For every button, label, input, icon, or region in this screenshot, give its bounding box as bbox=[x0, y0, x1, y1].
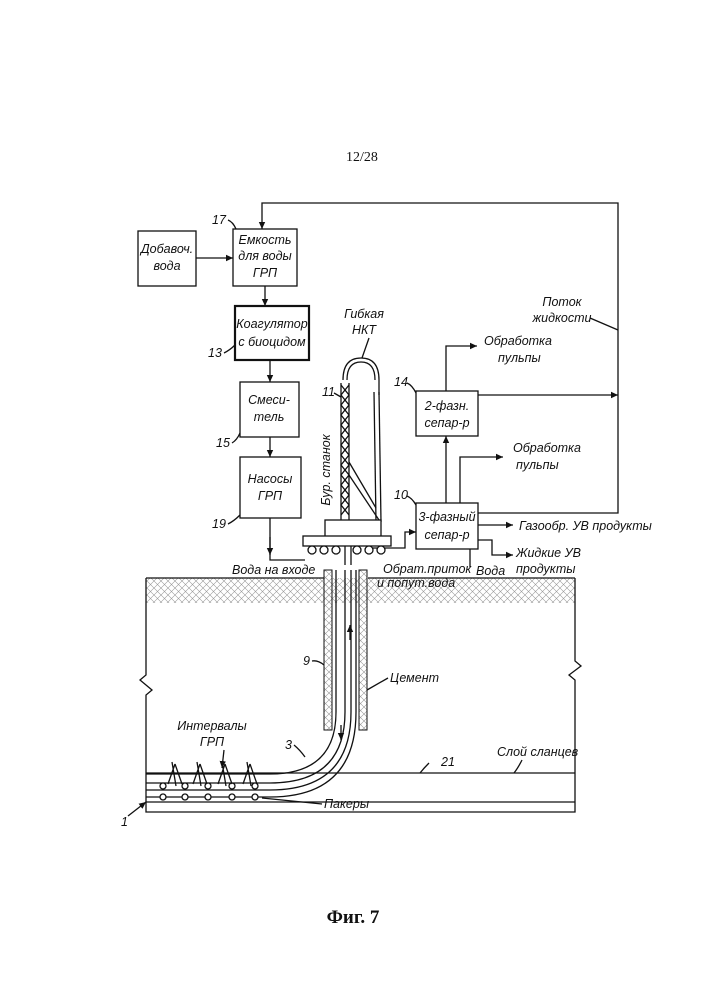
ref-11: 11 bbox=[322, 385, 335, 399]
ref-13: 13 bbox=[208, 346, 222, 360]
shale-label: Слой сланцев bbox=[497, 745, 579, 759]
sep3-line-1: 3-фазный bbox=[418, 510, 475, 524]
rig-label: Бур. станок bbox=[319, 433, 333, 505]
inlet-water-label: Вода на входе bbox=[232, 563, 315, 577]
drilling-rig bbox=[303, 358, 391, 565]
coiled-tubing-label-2: НКТ bbox=[352, 323, 377, 337]
liquid-products-label-2: продукты bbox=[516, 562, 575, 576]
coagulator-line-1: Коагулятор bbox=[236, 317, 307, 331]
water-tank-line-3: ГРП bbox=[253, 266, 278, 280]
fluid-flow-label-1: Поток bbox=[542, 295, 582, 309]
figure-caption: Фиг. 7 bbox=[327, 907, 380, 928]
sep3-line-2: сепар-р bbox=[424, 528, 469, 542]
water-tank-box: Емкость для воды ГРП bbox=[233, 229, 297, 286]
sep2-line-2: сепар-р bbox=[424, 416, 469, 430]
sep2-line-1: 2-фазн. bbox=[424, 399, 469, 413]
ref-3: 3 bbox=[285, 738, 292, 752]
coagulator-box: Коагулятор с биоцидом bbox=[235, 306, 309, 360]
ref-10: 10 bbox=[394, 488, 408, 502]
extra-water-box: Добавоч. вода bbox=[138, 231, 196, 286]
ref-21: 21 bbox=[440, 755, 455, 769]
mixer-line-1: Смеси- bbox=[248, 393, 290, 407]
ref-17: 17 bbox=[212, 213, 227, 227]
cement-label: Цемент bbox=[390, 671, 439, 685]
ref-1: 1 bbox=[121, 815, 128, 829]
slurry2-label-1: Обработка bbox=[513, 441, 581, 455]
well-casing bbox=[146, 570, 367, 800]
ref-19: 19 bbox=[212, 517, 226, 531]
liquid-products-label-1: Жидкие УВ bbox=[515, 546, 581, 560]
page-number: 12/28 bbox=[346, 150, 378, 165]
flowback-label-1: Обрат.приток bbox=[383, 562, 472, 576]
flowback-label-2: и попут.вода bbox=[377, 576, 455, 590]
separator-2phase-box: 2-фазн. сепар-р bbox=[416, 391, 478, 436]
slurry2-label-2: пульпы bbox=[516, 458, 559, 472]
water-label: Вода bbox=[476, 564, 505, 578]
slurry1-label-1: Обработка bbox=[484, 334, 552, 348]
ref-14: 14 bbox=[394, 375, 408, 389]
coagulator-line-2: с биоцидом bbox=[238, 335, 306, 349]
packers-label: Пакеры bbox=[324, 797, 369, 811]
pumps-box: Насосы ГРП bbox=[240, 457, 301, 518]
extra-water-line-1: Добавоч. bbox=[139, 242, 193, 256]
separator-3phase-box: 3-фазный сепар-р bbox=[416, 503, 478, 549]
coiled-tubing-label-1: Гибкая bbox=[344, 307, 384, 321]
slurry1-label-2: пульпы bbox=[498, 351, 541, 365]
water-tank-line-1: Емкость bbox=[239, 233, 292, 247]
pumps-line-1: Насосы bbox=[248, 472, 293, 486]
ref-9: 9 bbox=[303, 654, 310, 668]
gas-products-label: Газообр. УВ продукты bbox=[519, 519, 652, 533]
extra-water-line-2: вода bbox=[153, 259, 180, 273]
water-tank-line-2: для воды bbox=[238, 249, 291, 263]
mixer-line-2: тель bbox=[254, 410, 285, 424]
ref-15: 15 bbox=[216, 436, 230, 450]
pumps-line-2: ГРП bbox=[258, 489, 283, 503]
fluid-flow-label-2: жидкости bbox=[532, 311, 592, 325]
frac-intervals-label-2: ГРП bbox=[200, 735, 225, 749]
mixer-box: Смеси- тель bbox=[240, 382, 299, 437]
frac-intervals-label-1: Интервалы bbox=[177, 719, 246, 733]
